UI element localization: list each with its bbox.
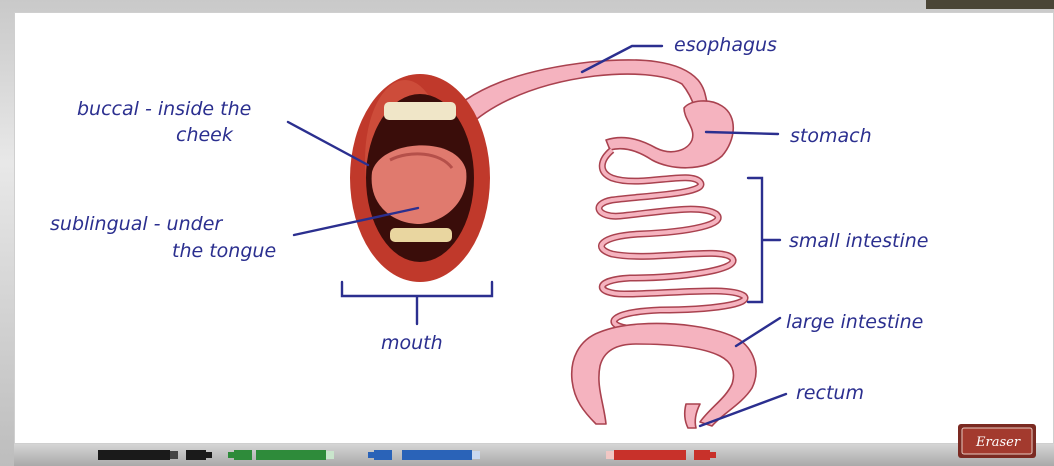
rectum-shape xyxy=(685,404,700,428)
mouth-bracket xyxy=(342,282,492,324)
large-intestine-shape xyxy=(572,324,756,426)
eraser[interactable]: Eraser xyxy=(958,424,1036,458)
mouth-illustration xyxy=(350,74,490,282)
large-intestine-pointer-line xyxy=(736,318,780,346)
mouth-label: mouth xyxy=(381,332,443,354)
buccal-label-line1: buccal - inside the xyxy=(77,98,251,120)
esophagus-label: esophagus xyxy=(674,34,777,56)
upper-teeth xyxy=(384,102,456,120)
stomach-label: stomach xyxy=(790,125,872,147)
small-intestine-label: small intestine xyxy=(789,230,928,252)
eraser-label: Eraser xyxy=(975,435,1021,450)
small-intestine-bracket xyxy=(748,178,780,302)
buccal-label-line2: cheek xyxy=(176,124,234,146)
black-marker[interactable] xyxy=(98,450,212,460)
green-marker[interactable] xyxy=(228,450,334,460)
blue-marker[interactable] xyxy=(368,450,480,460)
large-intestine-label: large intestine xyxy=(786,311,923,333)
red-marker[interactable] xyxy=(606,450,716,460)
sublingual-label-line2: the tongue xyxy=(172,240,276,262)
stomach-shape xyxy=(606,101,733,168)
lower-teeth xyxy=(390,228,452,242)
sublingual-label-line1: sublingual - under xyxy=(50,213,223,235)
rectum-label: rectum xyxy=(796,382,864,404)
digestive-tract xyxy=(440,60,756,428)
